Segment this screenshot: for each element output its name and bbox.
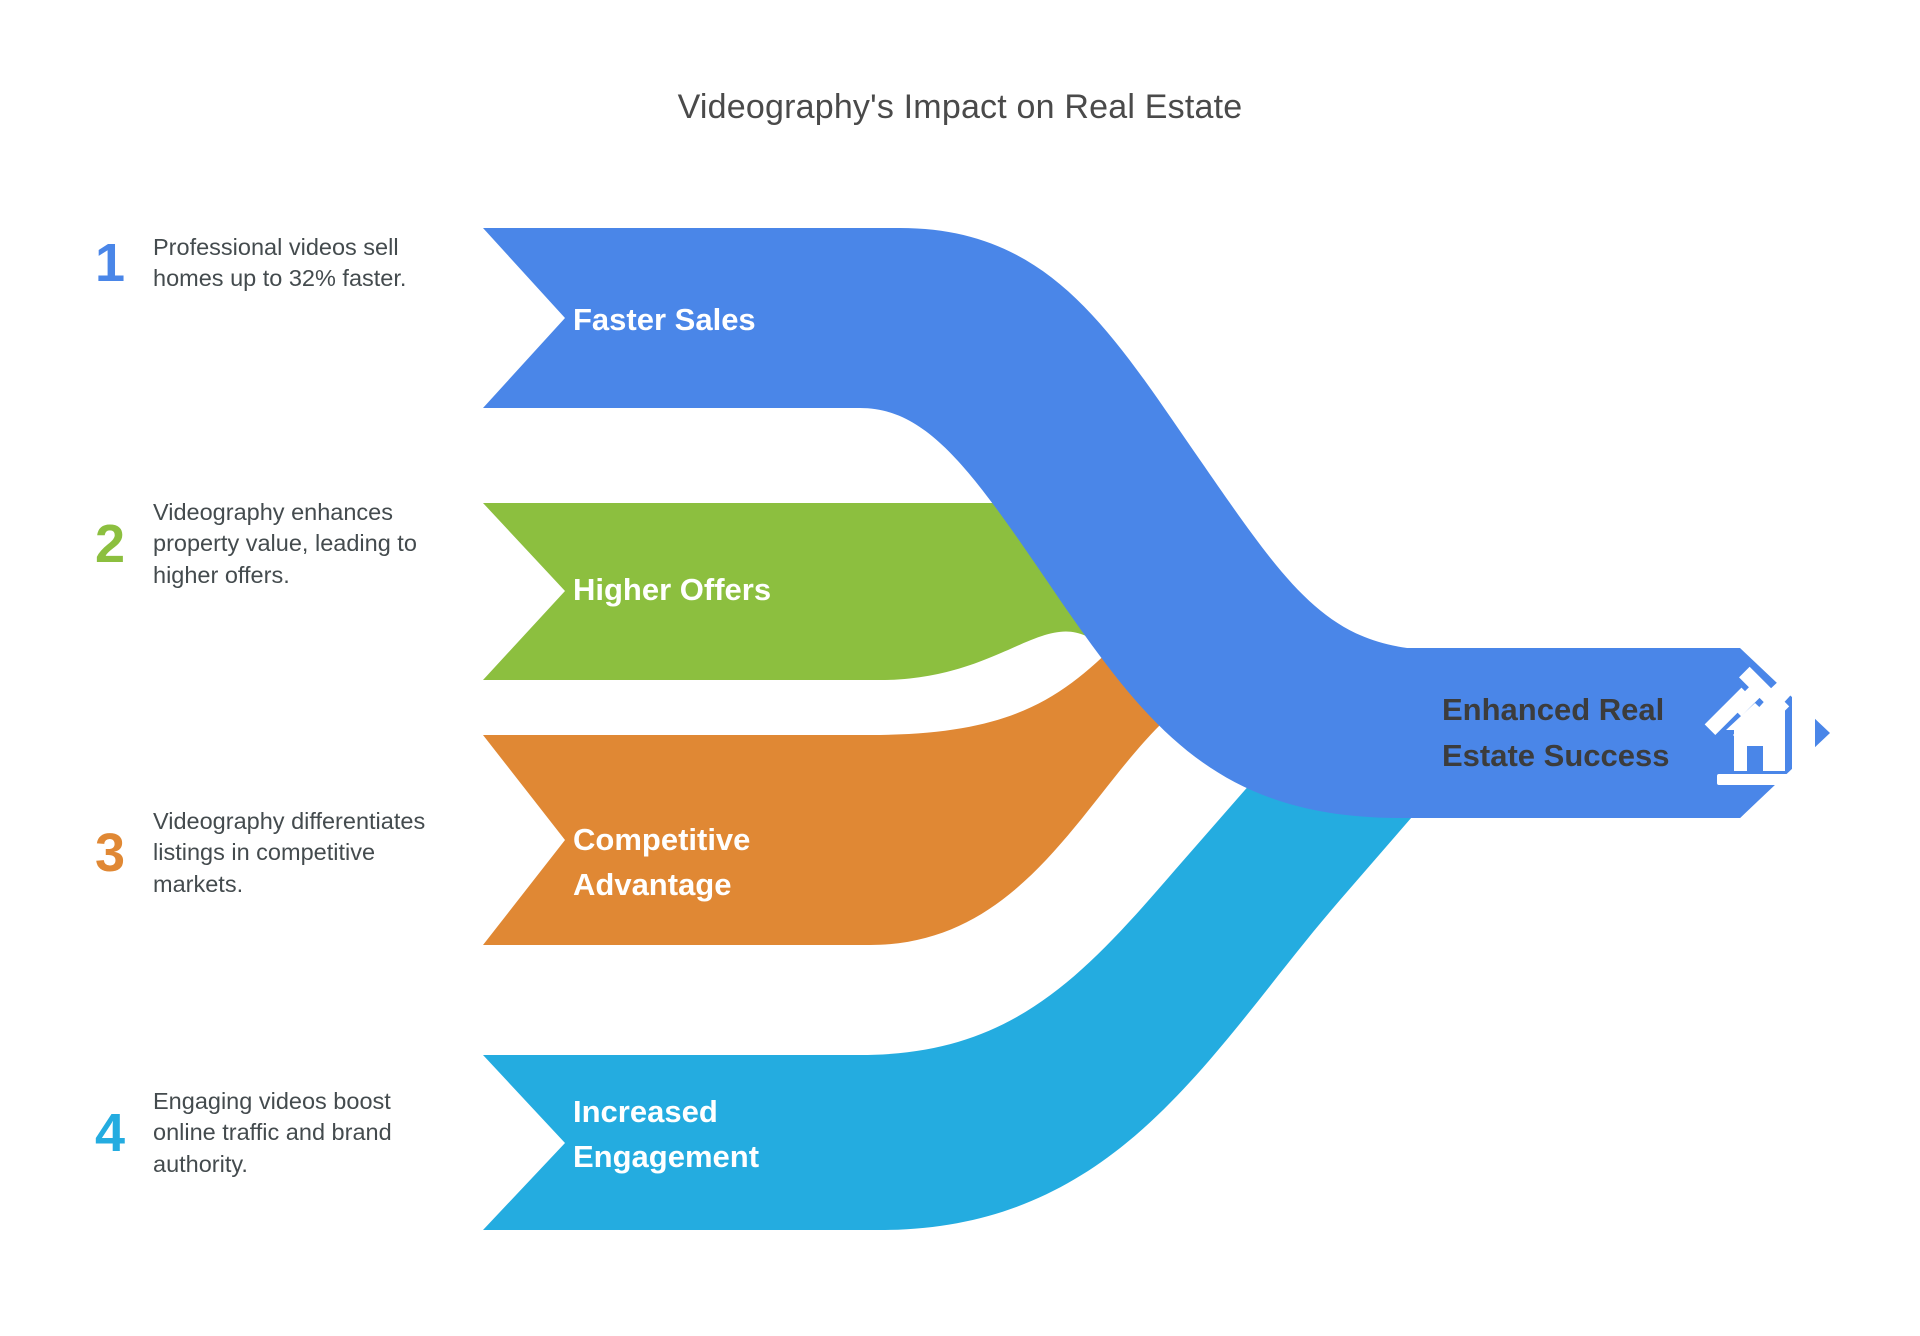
- band-label-competitive-advantage-line1: Competitive: [573, 822, 750, 857]
- house-growth-chart-icon: [1704, 665, 1817, 785]
- legend-item-3: 3 Videography differentiates listings in…: [95, 806, 455, 900]
- endpoint-label-line2: Estate Success: [1442, 738, 1669, 773]
- legend-item-2: 2 Videography enhances property value, l…: [95, 497, 455, 591]
- legend-text-4: Engaging videos boost online traffic and…: [153, 1088, 392, 1177]
- band-label-increased-engagement-line2: Engagement: [573, 1139, 759, 1174]
- endpoint-label-line1: Enhanced Real: [1442, 692, 1664, 727]
- legend-number-4: 4: [95, 1103, 126, 1164]
- band-label-competitive-advantage-line2: Advantage: [573, 867, 731, 902]
- band-label-faster-sales: Faster Sales: [573, 302, 756, 337]
- legend-number-1: 1: [95, 233, 126, 294]
- band-label-increased-engagement-line1: Increased: [573, 1094, 718, 1129]
- legend-number-2: 2: [95, 514, 126, 575]
- legend-text-3: Videography differentiates listings in c…: [153, 808, 426, 897]
- band-competitive-advantage: [483, 530, 1230, 945]
- legend-item-4: 4 Engaging videos boost online traffic a…: [95, 1086, 455, 1180]
- page-title: Videography's Impact on Real Estate: [677, 88, 1243, 126]
- band-label-higher-offers: Higher Offers: [573, 572, 771, 607]
- legend-text-1: Professional videos sell homes up to 32%…: [153, 234, 407, 292]
- band-increased-engagement: [483, 727, 1490, 1230]
- legend-number-3: 3: [95, 823, 126, 884]
- legend-item-1: 1 Professional videos sell homes up to 3…: [95, 232, 455, 295]
- legend-text-2: Videography enhances property value, lea…: [153, 499, 417, 588]
